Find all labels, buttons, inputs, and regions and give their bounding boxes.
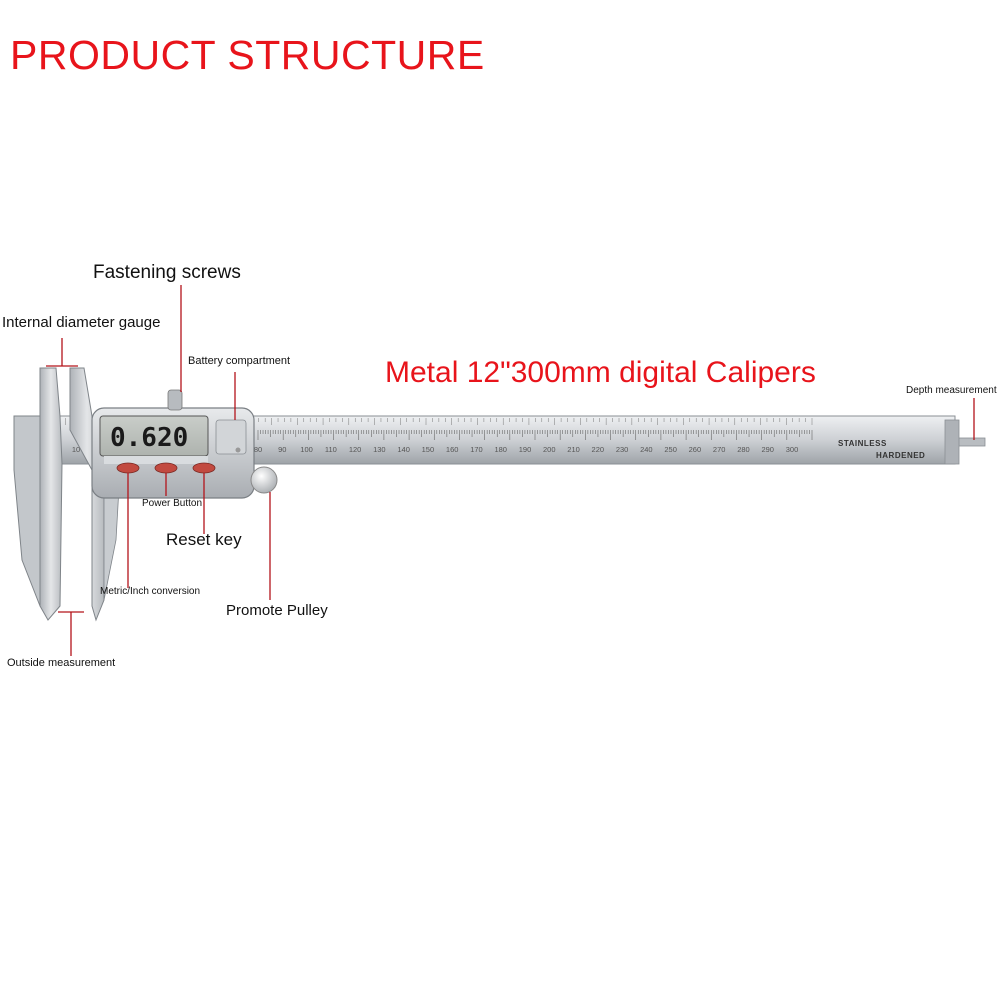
button-strip bbox=[104, 456, 208, 464]
scale-label: 10 bbox=[72, 445, 80, 454]
leader-lines bbox=[46, 285, 975, 656]
scale-label: 150 bbox=[422, 445, 435, 454]
stamp-stainless: STAINLESS bbox=[838, 439, 887, 448]
label-pulley: Promote Pulley bbox=[226, 602, 328, 619]
scale-label: 230 bbox=[616, 445, 629, 454]
label-reset: Reset key bbox=[166, 530, 242, 549]
scale-tick-labels: 0108090100110120130140150160170180190200… bbox=[50, 445, 798, 454]
scale-label: 180 bbox=[494, 445, 507, 454]
fastening-screw bbox=[167, 389, 183, 411]
page-title: PRODUCT STRUCTURE bbox=[10, 32, 485, 78]
lcd-reading: 0.620 bbox=[110, 423, 188, 453]
product-subtitle: Metal 12"300mm digital Calipers bbox=[385, 356, 816, 389]
scale-label: 250 bbox=[664, 445, 677, 454]
beam-end-cap bbox=[944, 419, 960, 465]
scale-label: 270 bbox=[713, 445, 726, 454]
scale-label: 130 bbox=[373, 445, 386, 454]
scale-label: 220 bbox=[592, 445, 605, 454]
scale-label: 210 bbox=[567, 445, 580, 454]
reset-button[interactable] bbox=[192, 462, 216, 474]
scale-label: 260 bbox=[689, 445, 702, 454]
scale-label: 80 bbox=[254, 445, 262, 454]
scale-label: 160 bbox=[446, 445, 459, 454]
label-outside: Outside measurement bbox=[7, 657, 116, 669]
power-button[interactable] bbox=[154, 462, 178, 474]
scale-label: 140 bbox=[397, 445, 410, 454]
label-metric-inch: Metric/Inch conversion bbox=[100, 586, 201, 597]
fixed-jaw bbox=[39, 367, 63, 621]
fixed-jaw-body bbox=[13, 415, 41, 607]
scale-label: 110 bbox=[325, 445, 337, 454]
battery-compartment bbox=[215, 419, 247, 455]
scale-label: 190 bbox=[519, 445, 532, 454]
scale-label: 170 bbox=[470, 445, 483, 454]
battery-screw bbox=[235, 447, 241, 453]
scale-label: 300 bbox=[786, 445, 799, 454]
scale-label: 200 bbox=[543, 445, 556, 454]
scale-label: 90 bbox=[278, 445, 286, 454]
promote-pulley[interactable] bbox=[250, 466, 278, 494]
scale-label: 240 bbox=[640, 445, 653, 454]
scale-label: 100 bbox=[300, 445, 313, 454]
label-internal-diameter: Internal diameter gauge bbox=[2, 314, 161, 331]
label-depth: Depth measurement bbox=[906, 385, 997, 396]
stamp-hardened: HARDENED bbox=[876, 451, 925, 460]
depth-rod bbox=[954, 437, 986, 447]
scale-label: 280 bbox=[737, 445, 750, 454]
metric-inch-button[interactable] bbox=[116, 462, 140, 474]
label-power: Power Button bbox=[142, 498, 203, 509]
scale-label: 290 bbox=[761, 445, 774, 454]
label-battery: Battery compartment bbox=[188, 355, 291, 367]
scale-label: 120 bbox=[349, 445, 362, 454]
label-fastening-screws: Fastening screws bbox=[93, 262, 241, 283]
